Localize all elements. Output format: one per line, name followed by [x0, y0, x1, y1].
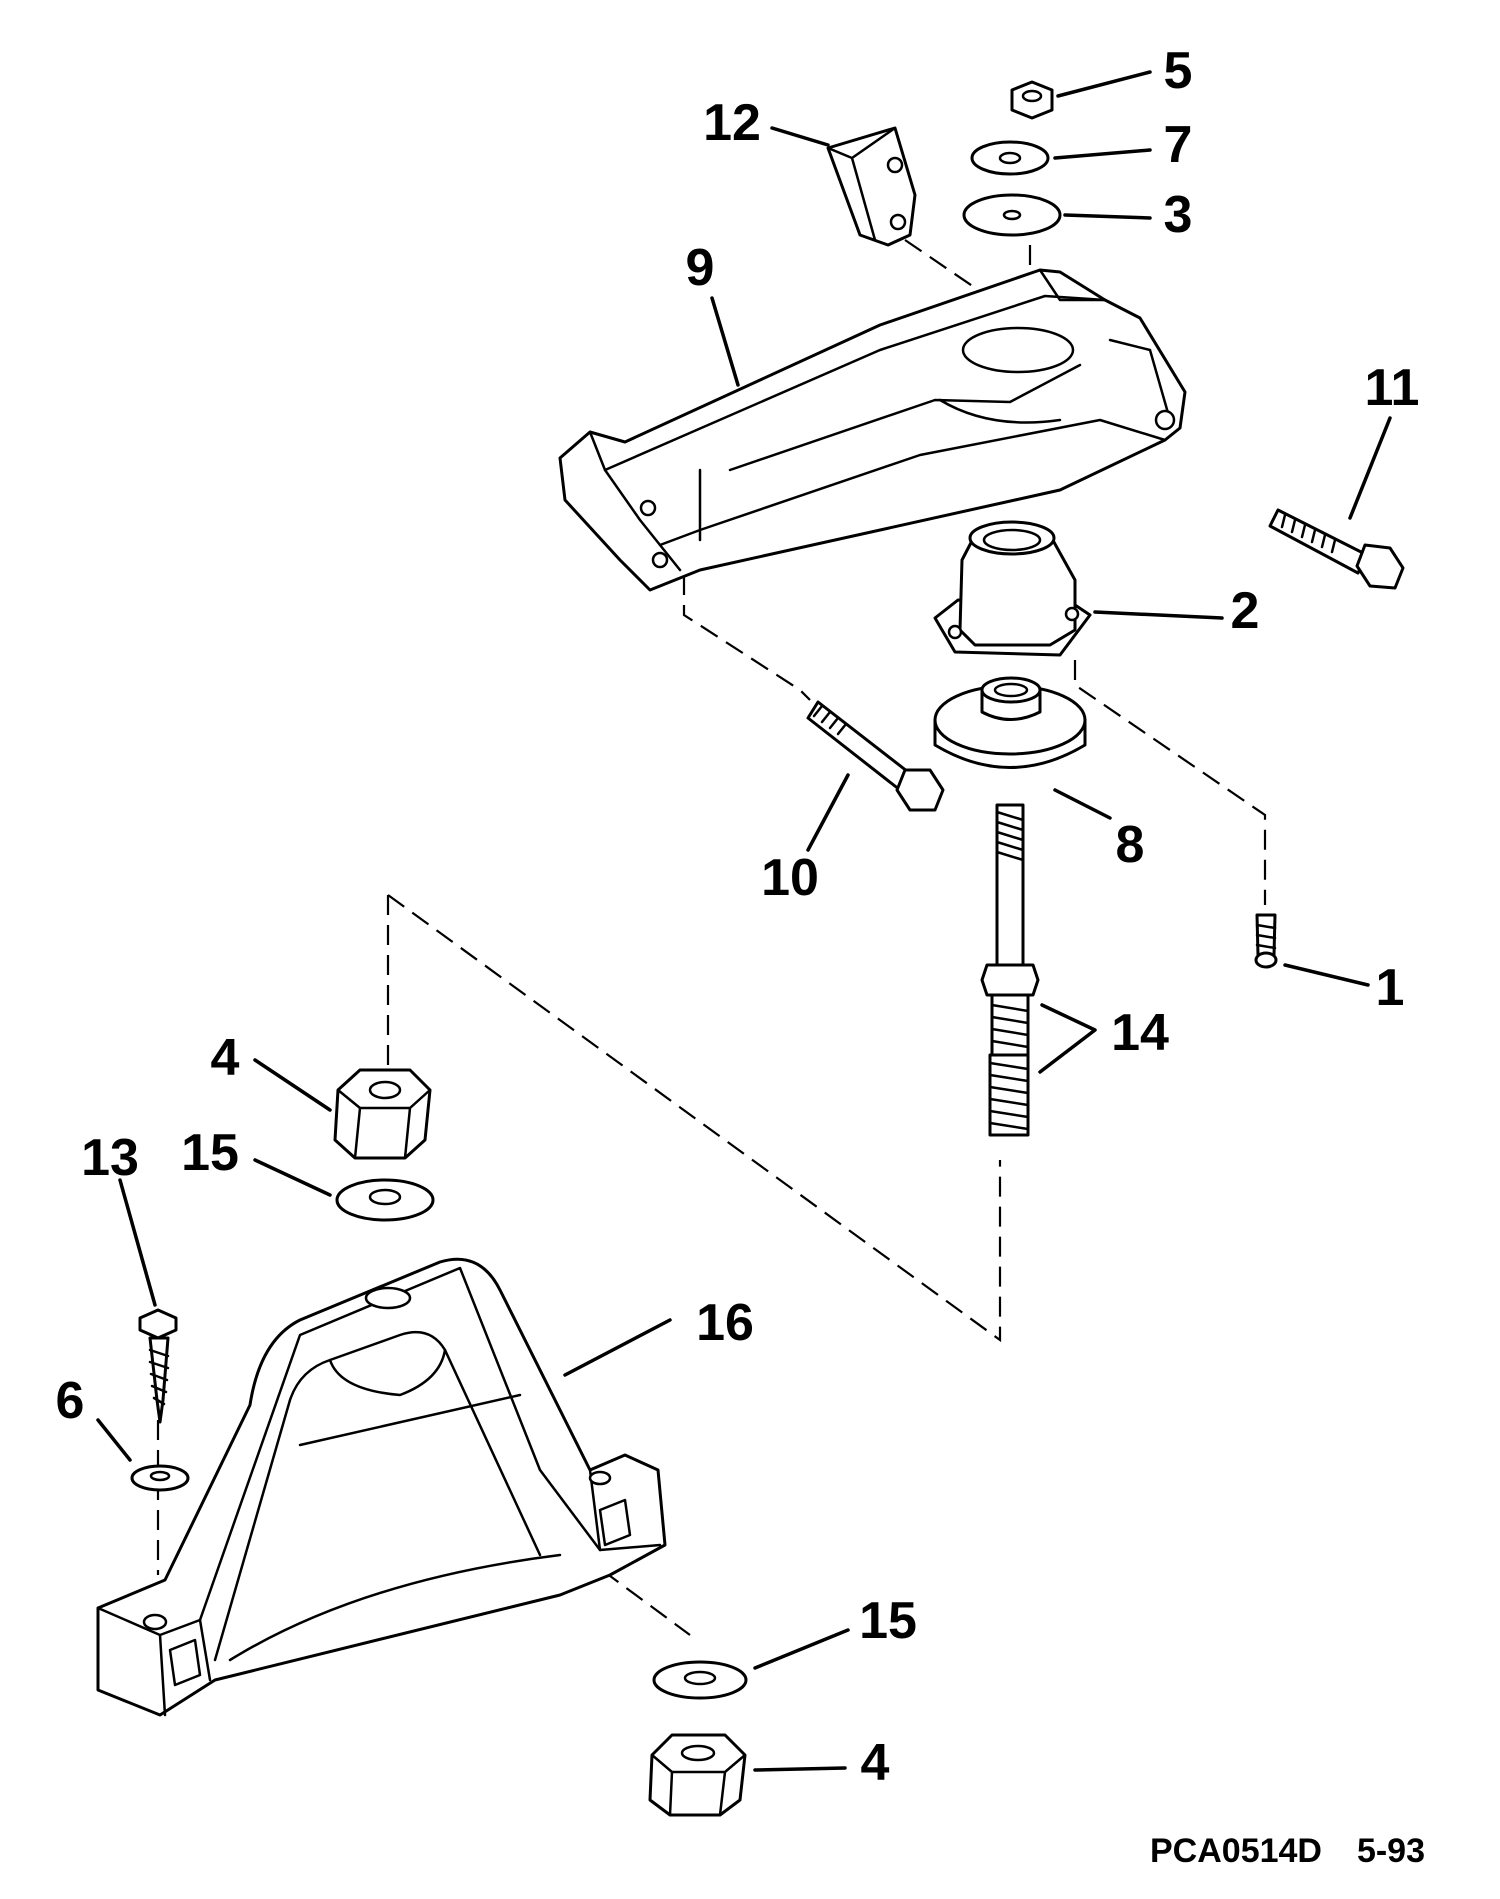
- callout-6: 6: [56, 1372, 85, 1430]
- rubber-mount-lower: [933, 676, 1087, 769]
- washer-upper-left: [335, 1178, 435, 1222]
- hex-nut-upper-left: [333, 1068, 432, 1160]
- callout-15a: 15: [181, 1124, 239, 1182]
- callout-1: 1: [1376, 959, 1405, 1017]
- small-screw: [1254, 913, 1278, 969]
- washer-lower: [652, 1660, 748, 1700]
- callout-11: 11: [1365, 359, 1420, 417]
- callout-2: 2: [1231, 582, 1260, 640]
- callout-13: 13: [81, 1129, 139, 1187]
- threaded-stud-lower: [988, 1053, 1030, 1137]
- callout-12: 12: [703, 94, 761, 152]
- callout-5: 5: [1164, 42, 1193, 100]
- callout-7: 7: [1164, 116, 1193, 174]
- washer-large: [962, 193, 1062, 237]
- bolt-medium: [806, 700, 945, 812]
- callout-14: 14: [1111, 1004, 1169, 1062]
- callout-10: 10: [761, 849, 819, 907]
- hex-nut-top: [1010, 80, 1054, 120]
- callout-15b: 15: [859, 1592, 917, 1650]
- callout-4b: 4: [861, 1734, 890, 1792]
- washer-left: [130, 1464, 190, 1492]
- drawing-code: PCA0514D: [1150, 1832, 1322, 1870]
- base-support-bracket: [96, 1257, 667, 1717]
- washer-small: [970, 140, 1050, 176]
- threaded-stud-upper: [980, 803, 1040, 1062]
- bolt-long: [1268, 508, 1405, 590]
- leader-lines: [96, 70, 1392, 1772]
- callout-8: 8: [1116, 816, 1145, 874]
- callout-labels: 1 2 3 4 4 5 6 7 8 9 10 11 12 13 14 15 15…: [56, 42, 1420, 1792]
- mounting-arm: [558, 268, 1187, 592]
- callout-4a: 4: [211, 1029, 240, 1087]
- rubber-mount-upper: [933, 520, 1092, 657]
- revision-date: 5-93: [1357, 1832, 1425, 1870]
- lag-screw: [138, 1308, 178, 1424]
- callout-9: 9: [686, 239, 715, 297]
- hex-nut-lower: [648, 1733, 747, 1817]
- callout-3: 3: [1164, 186, 1193, 244]
- bracket-block: [826, 126, 917, 247]
- callout-16: 16: [696, 1294, 754, 1352]
